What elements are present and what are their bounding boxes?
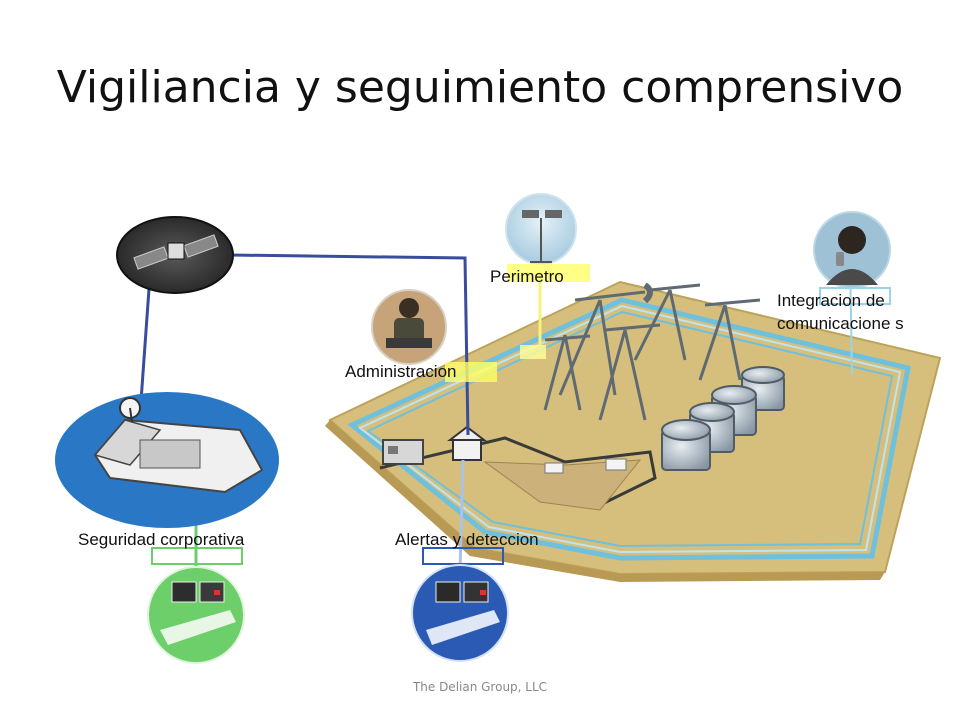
storage-tanks (661, 366, 785, 471)
corporate-security-label: Seguridad corporativa (78, 530, 245, 549)
site-to-blue-station (458, 459, 465, 571)
perimeter-label: Perimetro (490, 267, 564, 286)
pumpjacks (543, 282, 761, 421)
footer: The Delian Group, LLC (412, 680, 548, 694)
satellite-to-hq (138, 274, 152, 416)
camera-icon (505, 193, 577, 265)
worker-icon (371, 289, 447, 365)
control-trailer (382, 439, 424, 465)
headquarters-icon (55, 392, 279, 528)
access-road (379, 436, 657, 511)
alerts-label: Alertas y deteccion (395, 530, 539, 549)
perimeter-fence (347, 297, 911, 561)
label-highlights (445, 264, 891, 382)
monitoring-station-blue (411, 547, 509, 662)
monitoring-station-green (147, 547, 245, 664)
phone-user-icon (813, 211, 891, 289)
slide-title: Vigiliancia y seguimiento comprensivo (56, 62, 904, 113)
satellite-icon (116, 216, 234, 294)
communications-label: Integracion de comunicacione s (777, 291, 904, 333)
administration-label: Administracion (345, 362, 457, 381)
